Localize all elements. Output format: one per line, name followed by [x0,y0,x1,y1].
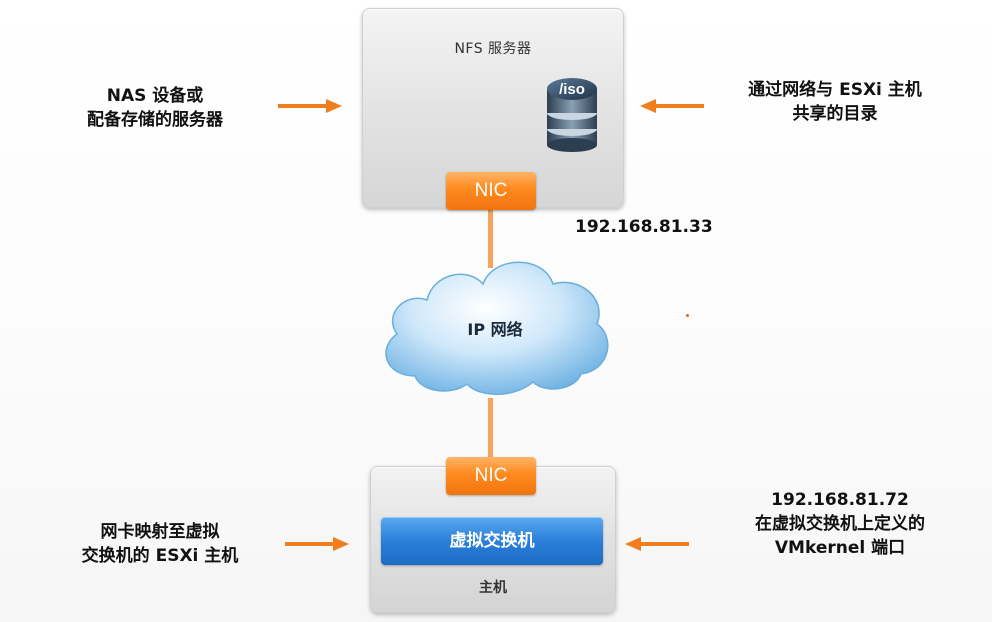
host-label: 主机 [479,580,507,596]
arrow-right-icon [278,99,342,113]
arrow-right-icon [285,537,349,551]
connector-network-to-host [488,398,493,458]
annotation-line: 在虚拟交换机上定义的 [755,514,925,534]
annotation-line: VMkernel 端口 [774,538,906,558]
virtual-switch: 虚拟交换机 [381,517,603,565]
host-nic: NIC [446,457,536,495]
network-label: IP 网络 [467,320,523,339]
annotation-vmkernel-port: 192.168.81.72 在虚拟交换机上定义的 VMkernel 端口 [700,488,980,560]
server-nic: NIC [446,172,536,210]
server-ip: 192.168.81.33 [575,217,713,237]
annotation-nas-device: NAS 设备或 配备存储的服务器 [40,84,270,132]
annotation-line: 网卡映射至虚拟 [100,522,220,542]
annotation-line: 配备存储的服务器 [87,110,223,130]
annotation-esxi-host-nic: 网卡映射至虚拟 交换机的 ESXi 主机 [25,520,295,568]
connector-server-to-network [488,210,493,268]
database-icon: /iso [547,78,597,152]
arrow-left-icon [625,537,689,551]
arrow-left-icon [640,99,704,113]
annotation-line: 交换机的 ESXi 主机 [81,546,239,566]
nfs-server-title: NFS 服务器 [454,41,532,57]
annotation-line: 通过网络与 ESXi 主机 [748,80,922,100]
annotation-line: 共享的目录 [792,104,878,124]
share-path-label: /iso [559,81,585,98]
annotation-line: NAS 设备或 [106,86,204,106]
annotation-line: 192.168.81.72 [771,490,909,510]
cloud-icon [385,261,609,395]
stray-dot [686,314,689,317]
annotation-shared-directory: 通过网络与 ESXi 主机 共享的目录 [700,78,970,126]
